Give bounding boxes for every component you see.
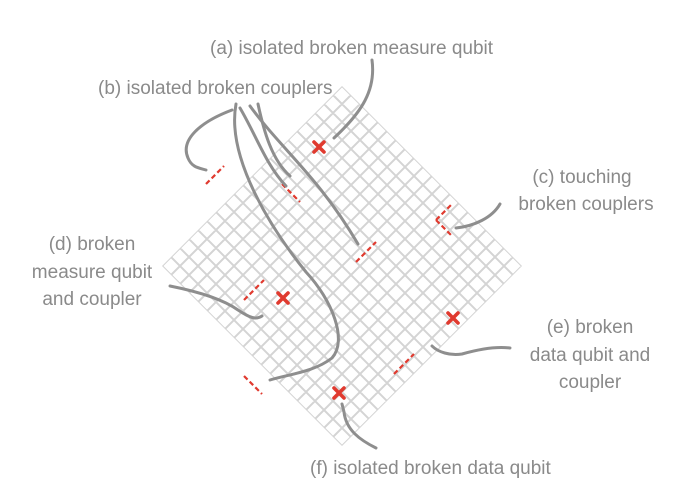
label-d-line1: (d) broken (49, 234, 136, 255)
broken-coupler-b1 (205, 165, 225, 185)
broken-data-qubit-e-icon (446, 311, 460, 325)
broken-coupler-lower (243, 375, 263, 395)
broken-coupler-b3 (355, 241, 377, 263)
label-d-line3: and coupler (42, 289, 142, 310)
broken-measure-qubit-a-icon (312, 140, 326, 154)
leader-line-a (332, 58, 375, 140)
leader-line-b1 (184, 108, 234, 172)
label-b: (b) isolated broken couplers (98, 78, 332, 99)
label-a: (a) isolated broken measure qubit (210, 38, 494, 59)
label-f: (f) isolated broken data qubit (310, 458, 552, 479)
label-c-line1: (c) touching (532, 167, 631, 188)
leader-line-b2 (238, 106, 288, 188)
leader-line-c (454, 202, 502, 230)
label-e-line3: coupler (559, 372, 622, 393)
leader-line-f (340, 402, 378, 450)
broken-coupler-c2 (435, 219, 453, 237)
leader-line-d (168, 284, 264, 320)
label-e-line1: (e) broken (547, 317, 634, 338)
leader-line-e (430, 344, 512, 356)
broken-coupler-c1 (435, 203, 453, 221)
broken-coupler-d (243, 279, 265, 301)
broken-measure-qubit-d-icon (276, 291, 290, 305)
label-d-line2: measure qubit (32, 262, 153, 283)
label-c-line2: broken couplers (518, 194, 653, 215)
leader-line-b5 (256, 102, 292, 178)
broken-coupler-e (393, 353, 415, 375)
label-e-line2: data qubit and (530, 345, 650, 366)
leader-line-b4 (233, 102, 340, 382)
broken-data-qubit-f-icon (332, 386, 346, 400)
